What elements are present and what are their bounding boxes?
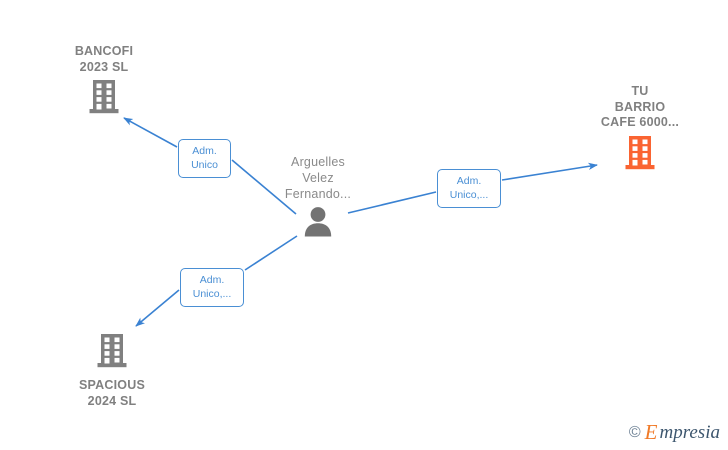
person-icon xyxy=(302,205,334,242)
building-icon xyxy=(94,332,130,375)
building-icon xyxy=(622,134,658,177)
node-person-label: Arguelles Velez Fernando... xyxy=(284,155,352,201)
edge-label-bancofi[interactable]: Adm. Unico xyxy=(178,139,231,178)
edge-label-tu-barrio-cafe[interactable]: Adm. Unico,... xyxy=(437,169,501,208)
brand-name: mpresia xyxy=(659,422,720,443)
empresia-watermark: © E mpresia xyxy=(629,422,720,443)
node-bancofi[interactable]: BANCOFI 2023 SL xyxy=(24,44,184,121)
node-spacious[interactable]: SPACIOUS 2024 SL xyxy=(32,332,192,409)
node-tu-barrio-cafe[interactable]: TU BARRIO CAFE 6000... xyxy=(560,84,720,177)
node-arguelles-velez-fernando[interactable]: Arguelles Velez Fernando... xyxy=(238,154,398,242)
node-tu-barrio-cafe-label: TU BARRIO CAFE 6000... xyxy=(600,84,680,129)
edge-label-spacious[interactable]: Adm. Unico,... xyxy=(180,268,244,307)
node-bancofi-label: BANCOFI 2023 SL xyxy=(74,44,134,74)
node-spacious-label: SPACIOUS 2024 SL xyxy=(79,378,145,408)
brand-initial: E xyxy=(644,420,658,444)
copyright-icon: © xyxy=(628,423,641,441)
building-icon xyxy=(86,78,122,121)
